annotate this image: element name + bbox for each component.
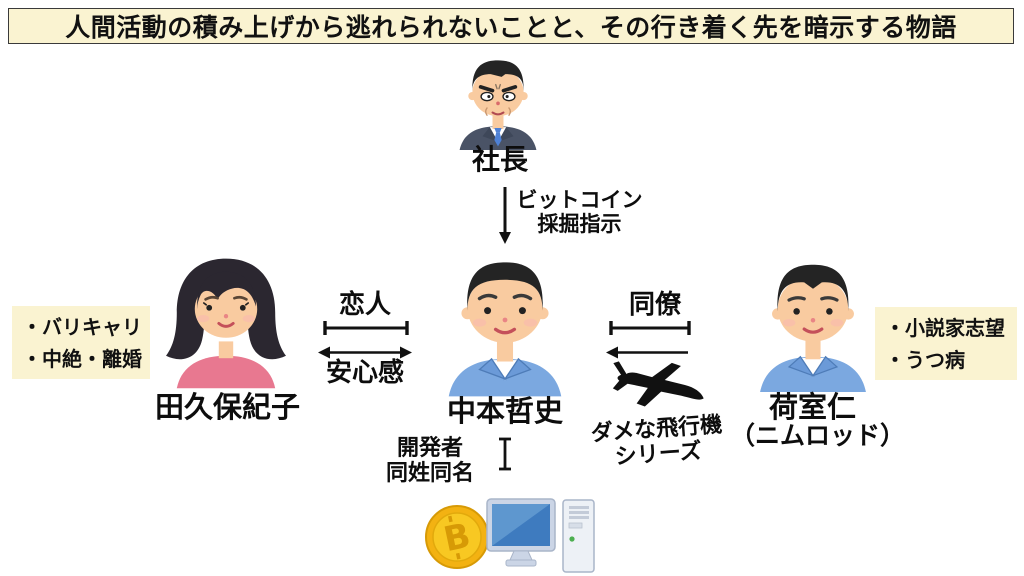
- plane-series-arrow: [606, 346, 688, 359]
- woman-note: ・バリキャリ ・中絶・離婚: [12, 306, 150, 379]
- woman-name-label: 田久保紀子: [154, 390, 300, 424]
- mining-instruction-label: ビットコイン 採掘指示: [516, 188, 643, 236]
- airplane-icon: [612, 361, 704, 407]
- right-man-avatar: [760, 264, 866, 393]
- security-label: 安心感: [325, 358, 404, 388]
- right-man-name-label: 荷室仁: [768, 390, 856, 424]
- right-man-alias-label: （ニムロッド）: [730, 421, 906, 450]
- boss-name-label: 社長: [471, 143, 528, 176]
- down-arrow: [499, 187, 511, 244]
- right-man-note: ・小説家志望 ・うつ病: [875, 307, 1017, 380]
- boss-avatar: [459, 60, 537, 150]
- center-man-name-label: 中本哲史: [446, 394, 563, 428]
- colleague-label: 同僚: [628, 290, 681, 320]
- woman-avatar: [166, 258, 286, 389]
- lovers-label: 恋人: [338, 290, 391, 320]
- security-double-arrow: [318, 346, 412, 359]
- identity-connector: [499, 437, 511, 471]
- developer-label: 開発者 同姓同名: [385, 436, 474, 486]
- colleague-line: [609, 321, 691, 335]
- center-man-avatar: [448, 262, 562, 397]
- lovers-line: [323, 321, 409, 335]
- desktop-computer-icon: [486, 498, 595, 573]
- plane-series-label: ダメな飛行機 シリーズ: [590, 412, 723, 470]
- bitcoin-coin-icon: B: [425, 505, 489, 569]
- title-text: 人間活動の積み上げから逃れられないことと、その行き着く先を暗示する物語: [65, 13, 957, 42]
- title-banner: 人間活動の積み上げから逃れられないことと、その行き着く先を暗示する物語: [8, 8, 1014, 44]
